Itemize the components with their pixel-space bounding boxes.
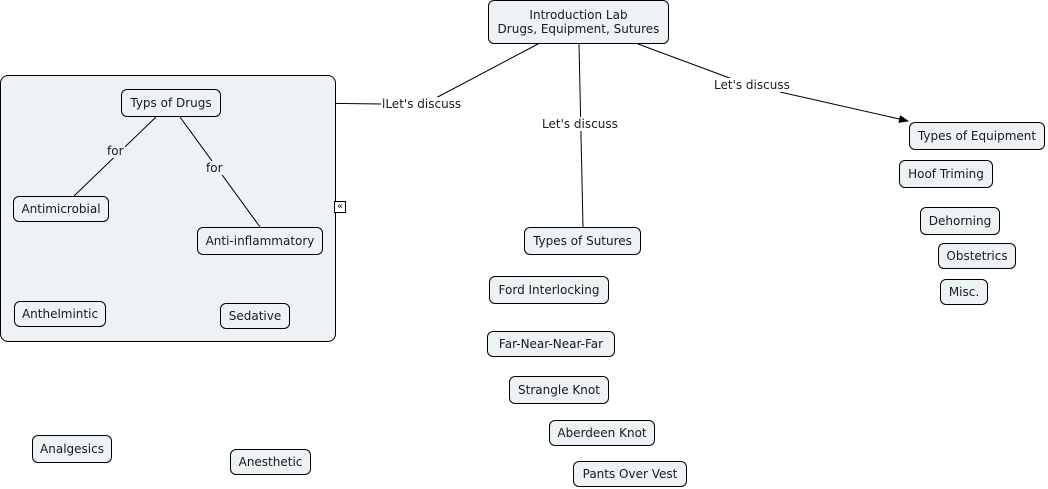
root-concept[interactable]: Introduction Lab Drugs, Equipment, Sutur…	[488, 0, 669, 44]
link-label-for-anti-inflammatory: for	[205, 161, 224, 175]
collapse-group-icon[interactable]: «	[334, 201, 346, 213]
link-root-to-sutures	[578, 43, 584, 228]
link-label-for-antimicrobial: for	[106, 144, 125, 158]
link-label-to-equipment	[779, 91, 909, 123]
concept-far-near-near-far[interactable]: Far-Near-Near-Far	[487, 331, 615, 357]
concept-aberdeen-knot[interactable]: Aberdeen Knot	[549, 420, 655, 446]
link-root-to-label-drugs	[431, 43, 539, 101]
concept-analgesics[interactable]: Analgesics	[32, 435, 112, 463]
link-label-drugs: lLet's discuss	[381, 97, 463, 111]
concept-misc[interactable]: Misc.	[940, 279, 988, 305]
link-label-sutures: Let's discuss	[541, 117, 619, 131]
concept-anthelmintic[interactable]: Anthelmintic	[14, 301, 106, 327]
concept-pants-over-vest[interactable]: Pants Over Vest	[573, 461, 687, 487]
link-root-to-label-equipment	[637, 43, 736, 81]
concept-ford-interlocking[interactable]: Ford Interlocking	[489, 276, 609, 304]
concept-anesthetic[interactable]: Anesthetic	[230, 449, 311, 475]
concept-anti-inflammatory[interactable]: Anti-inflammatory	[197, 227, 323, 255]
concept-strangle-knot[interactable]: Strangle Knot	[509, 376, 609, 404]
concept-types-of-equipment[interactable]: Types of Equipment	[909, 122, 1045, 150]
concept-antimicrobial[interactable]: Antimicrobial	[13, 196, 109, 222]
concept-hoof-triming[interactable]: Hoof Triming	[899, 160, 993, 188]
concept-obstetrics[interactable]: Obstetrics	[938, 243, 1016, 269]
link-label-equipment: Let's discuss	[713, 78, 791, 92]
concept-sedative[interactable]: Sedative	[220, 303, 290, 329]
concept-dehorning[interactable]: Dehorning	[920, 207, 1000, 235]
root-title-line2: Drugs, Equipment, Sutures	[497, 22, 660, 36]
root-title-line1: Introduction Lab	[529, 8, 628, 22]
concept-types-of-drugs[interactable]: Typs of Drugs	[121, 89, 221, 117]
concept-types-of-sutures[interactable]: Types of Sutures	[524, 227, 641, 255]
